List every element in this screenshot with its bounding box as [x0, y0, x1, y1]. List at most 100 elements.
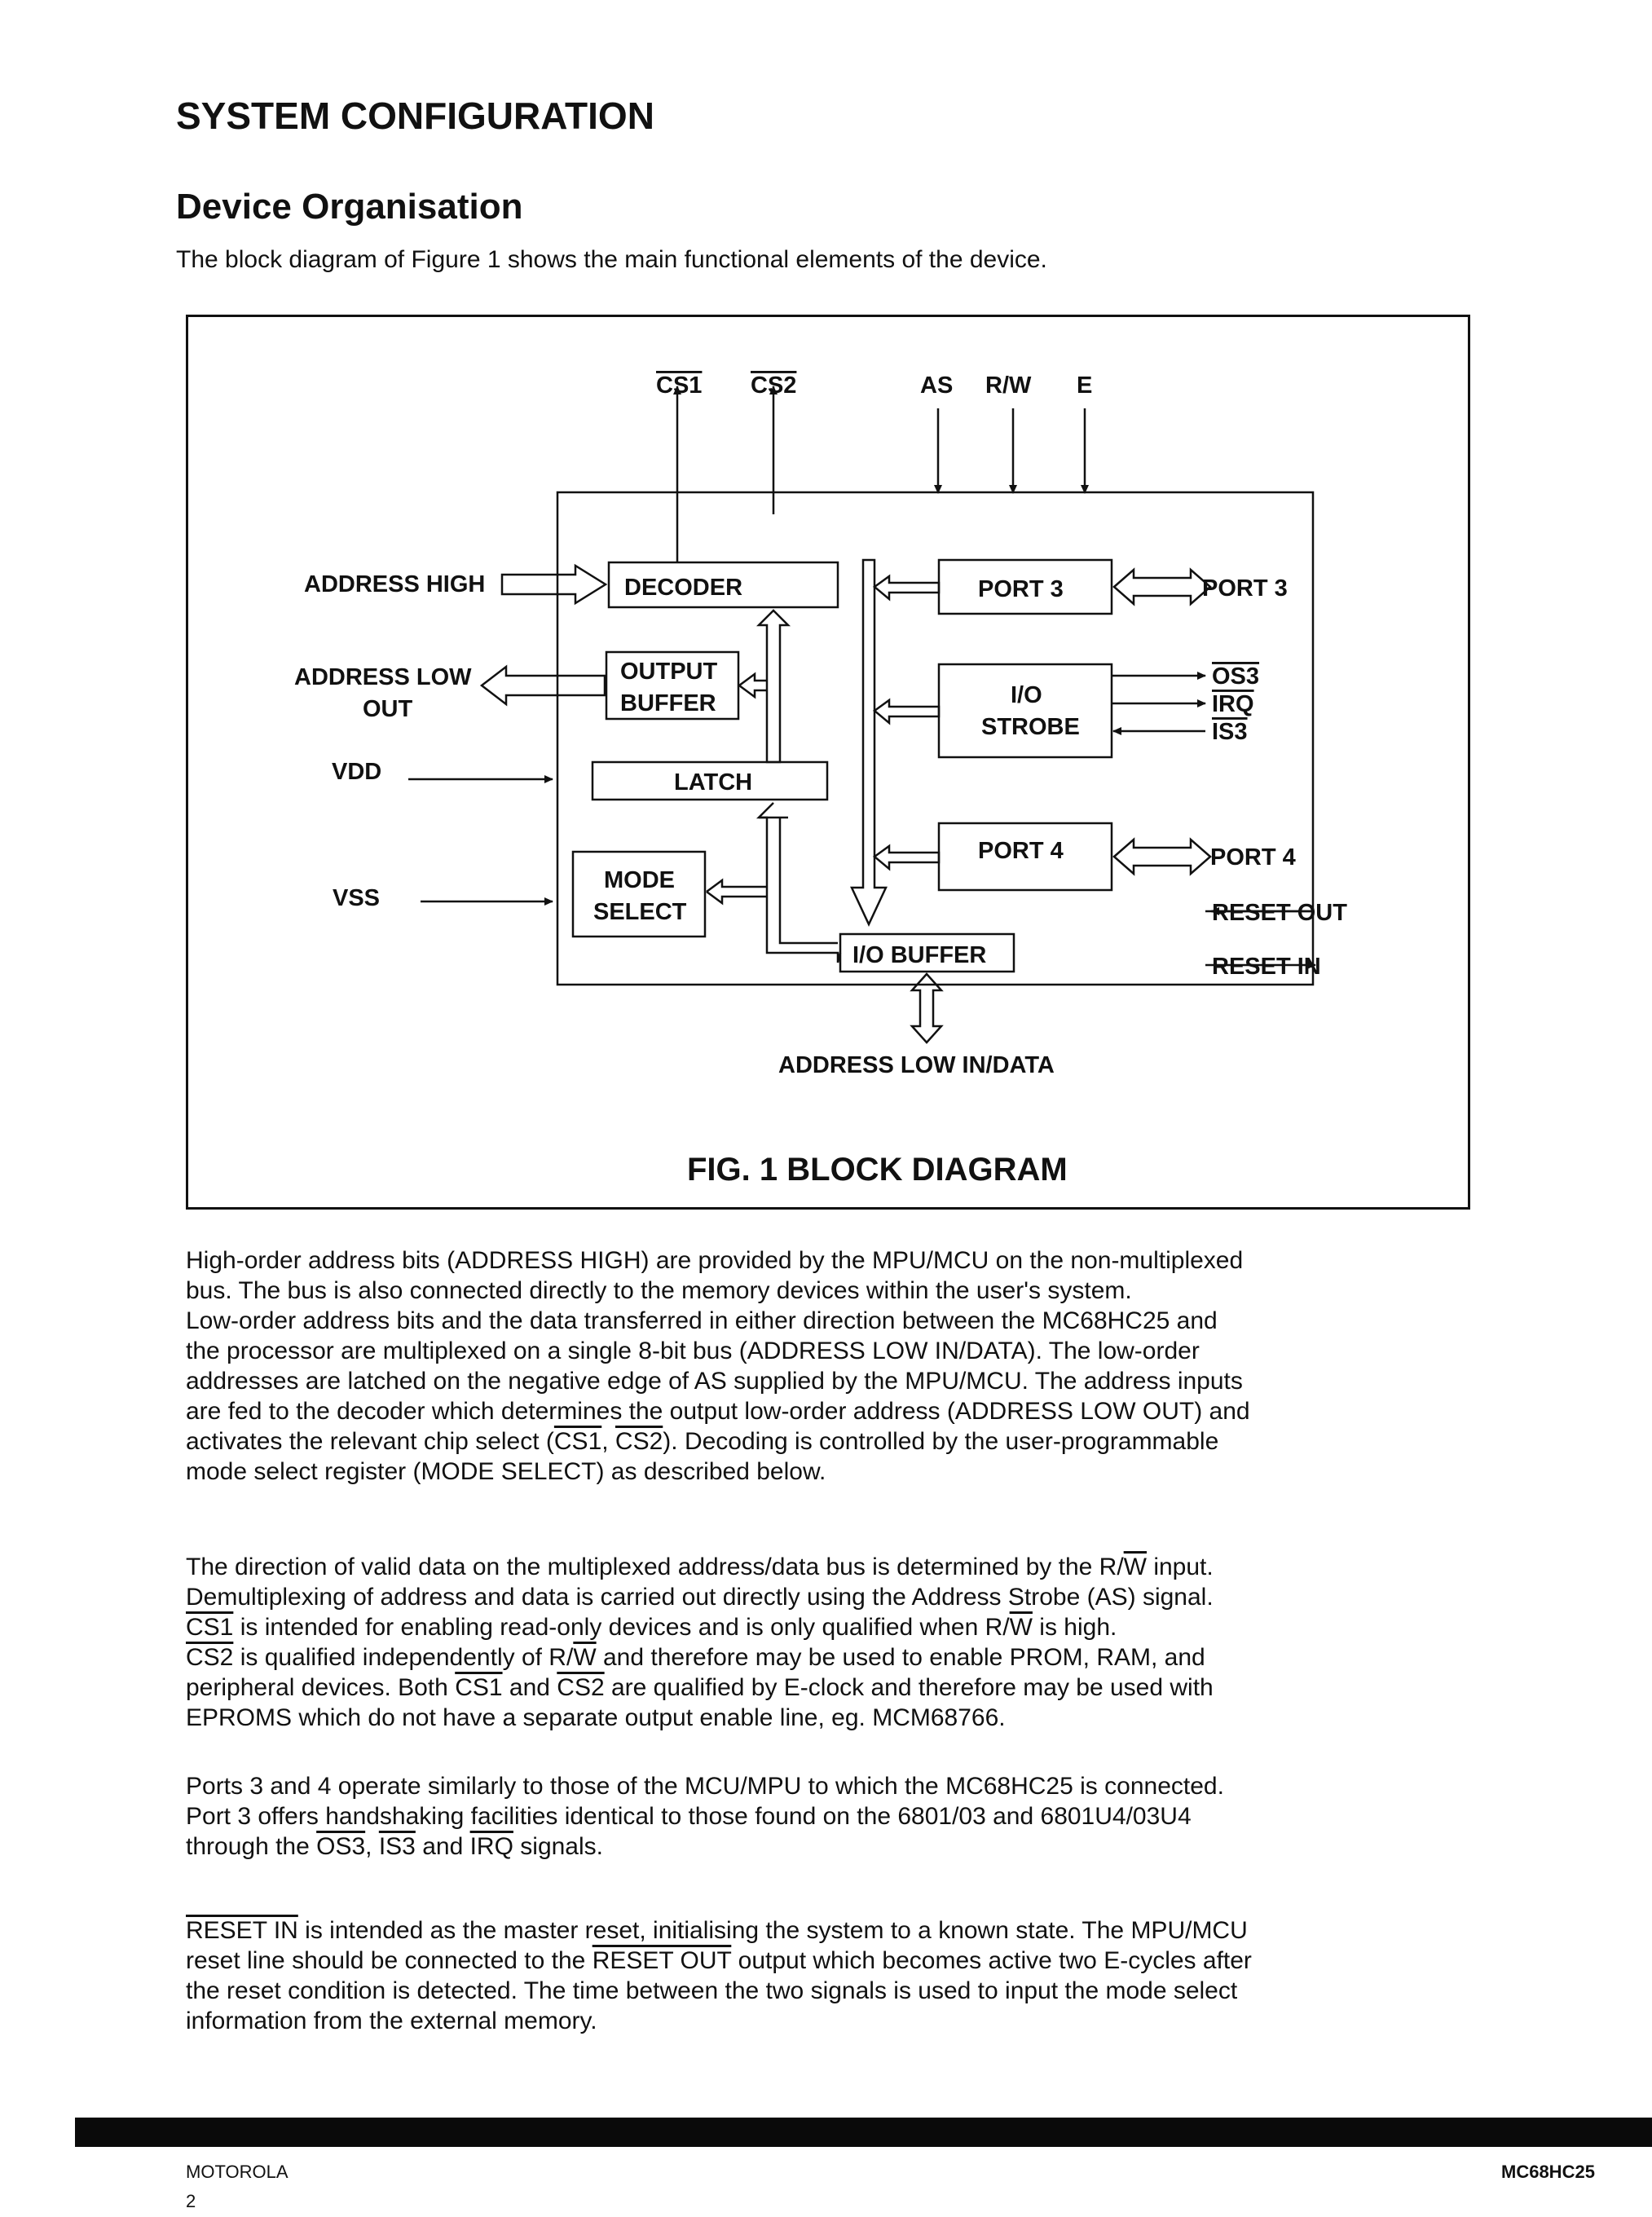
signal-w: W	[573, 1644, 597, 1671]
p2-line: peripheral devices. Both CS1 and CS2 are…	[186, 1673, 1457, 1703]
signal-cs1: CS1	[553, 1428, 602, 1455]
p4-line: information from the external memory.	[186, 2008, 597, 2034]
subsection-heading: Device Organisation	[176, 187, 523, 227]
output-buffer-label-1: OUTPUT	[620, 659, 718, 685]
figure-caption: FIG. 1 BLOCK DIAGRAM	[687, 1152, 1068, 1188]
block-diagram-figure: CS1 CS2 AS R/W E DECODER OUTPUT BUFFER L…	[186, 315, 1470, 1210]
latch-io-bus	[756, 802, 842, 963]
signal-is3: IS3	[378, 1833, 416, 1860]
p1-line: the processor are multiplexed on a singl…	[186, 1338, 1200, 1364]
text-run: is intended as the master reset, initial…	[297, 1917, 1248, 1944]
p1-line: bus. The bus is also connected directly …	[186, 1277, 1132, 1304]
reset-out-label: RESET OUT	[1212, 900, 1347, 926]
signal-w: W	[1009, 1614, 1033, 1641]
os3-label: OS3	[1212, 663, 1259, 690]
text-run: through the	[186, 1833, 317, 1860]
address-low-in-data-arrow	[910, 972, 944, 1044]
p1-line: addresses are latched on the negative ed…	[186, 1368, 1243, 1395]
text-run: input.	[1147, 1554, 1214, 1580]
p1-line: Low-order address bits and the data tran…	[186, 1307, 1218, 1334]
text-run: and therefore may be used to enable PROM…	[596, 1644, 1205, 1671]
text-run: are qualified by E-clock and therefore m…	[604, 1674, 1214, 1701]
text-run: and	[415, 1833, 470, 1860]
io-strobe-label-2: STROBE	[981, 714, 1080, 740]
text-run: peripheral devices. Both	[186, 1674, 456, 1701]
signal-cs1: CS1	[186, 1614, 234, 1641]
p2-line: EPROMS which do not have a separate outp…	[186, 1704, 1006, 1731]
text-run: and	[502, 1674, 557, 1701]
text-run: The direction of valid data on the multi…	[186, 1554, 1124, 1580]
text-run: ,	[365, 1833, 379, 1860]
port3-right-label: PORT 3	[1202, 575, 1288, 602]
address-high-arrow	[500, 563, 608, 606]
p4-line: reset line should be connected to the RE…	[186, 1946, 1457, 1976]
vdd-label: VDD	[332, 759, 381, 785]
text-run: ). Decoding is controlled by the user-pr…	[663, 1428, 1219, 1455]
port4-right-label: PORT 4	[1210, 844, 1296, 870]
address-high-label: ADDRESS HIGH	[304, 571, 485, 597]
port4-block-label: PORT 4	[978, 838, 1064, 864]
text-run: activates the relevant chip select (	[186, 1428, 554, 1455]
section-heading: SYSTEM CONFIGURATION	[176, 95, 654, 137]
signal-reset-out: RESET OUT	[592, 1947, 732, 1974]
signal-cs1: CS1	[455, 1674, 503, 1701]
decoder-block	[607, 561, 839, 609]
internal-data-bus	[850, 558, 888, 927]
footer-company: MOTOROLA	[186, 2162, 289, 2182]
p3-line: Ports 3 and 4 operate similarly to those…	[186, 1773, 1224, 1800]
io-strobe-label-1: I/O	[1011, 682, 1042, 708]
text-run: ,	[601, 1428, 615, 1455]
output-buffer-bus	[738, 672, 767, 699]
address-low-label-1: ADDRESS LOW	[294, 664, 472, 690]
port3-block-label: PORT 3	[978, 576, 1064, 602]
text-run: is intended for enabling read-only devic…	[233, 1614, 1010, 1641]
p1-line: are fed to the decoder which determines …	[186, 1398, 1250, 1425]
port4-bus-arrow	[1112, 837, 1212, 876]
latch-to-decoder-bus	[756, 609, 791, 764]
as-label: AS	[920, 372, 953, 399]
signal-cs2: CS2	[186, 1644, 234, 1671]
paragraph-1: High-order address bits (ADDRESS HIGH) a…	[186, 1245, 1457, 1487]
decoder-label: DECODER	[624, 575, 742, 601]
mode-select-bus	[706, 878, 767, 906]
signal-os3: OS3	[316, 1833, 366, 1860]
p2-line: CS1 is intended for enabling read-only d…	[186, 1612, 1457, 1642]
p4-line: the reset condition is detected. The tim…	[186, 1977, 1238, 2004]
text-run: output which becomes active two E-cycles…	[731, 1947, 1252, 1974]
mode-select-block	[571, 850, 707, 938]
address-low-label-2: OUT	[363, 696, 413, 722]
bus-port4-link	[872, 844, 941, 871]
cs2-label: CS2	[751, 372, 796, 399]
p1-line: mode select register (MODE SELECT) as de…	[186, 1458, 826, 1485]
address-low-out-arrow	[479, 664, 606, 707]
reset-in-label: RESET IN	[1212, 954, 1321, 980]
text-run: reset line should be connected to the	[186, 1947, 593, 1974]
block-diagram: CS1 CS2 AS R/W E DECODER OUTPUT BUFFER L…	[294, 372, 1347, 1188]
latch-label: LATCH	[674, 769, 752, 796]
e-label: E	[1077, 372, 1092, 399]
signal-cs2: CS2	[615, 1428, 663, 1455]
paragraph-4: RESET IN is intended as the master reset…	[186, 1915, 1457, 2036]
p1-line: High-order address bits (ADDRESS HIGH) a…	[186, 1247, 1244, 1274]
irq-label: IRQ	[1212, 691, 1254, 717]
rw-label: R/W	[985, 372, 1032, 399]
is3-label: IS3	[1212, 719, 1248, 745]
bus-strobe-link	[872, 698, 941, 725]
signal-reset-in: RESET IN	[186, 1917, 298, 1944]
intro-text: The block diagram of Figure 1 shows the …	[176, 246, 1047, 273]
p1-line: activates the relevant chip select (CS1,…	[186, 1426, 1457, 1457]
signal-cs2: CS2	[557, 1674, 605, 1701]
p3-line: Port 3 offers handshaking facilities ide…	[186, 1803, 1192, 1830]
paragraph-2: The direction of valid data on the multi…	[186, 1552, 1457, 1733]
text-run: signals.	[513, 1833, 603, 1860]
footer-part-number: MC68HC25	[1501, 2162, 1595, 2182]
paragraph-3: Ports 3 and 4 operate similarly to those…	[186, 1771, 1457, 1862]
p2-line: Demultiplexing of address and data is ca…	[186, 1584, 1214, 1611]
vss-label: VSS	[333, 885, 380, 911]
io-strobe-block	[937, 663, 1113, 759]
text-run: is high.	[1032, 1614, 1117, 1641]
p2-line: The direction of valid data on the multi…	[186, 1552, 1457, 1582]
mode-select-label-1: MODE	[604, 867, 675, 893]
cs1-label: CS1	[656, 372, 702, 399]
p3-line: through the OS3, IS3 and IRQ signals.	[186, 1831, 1457, 1862]
